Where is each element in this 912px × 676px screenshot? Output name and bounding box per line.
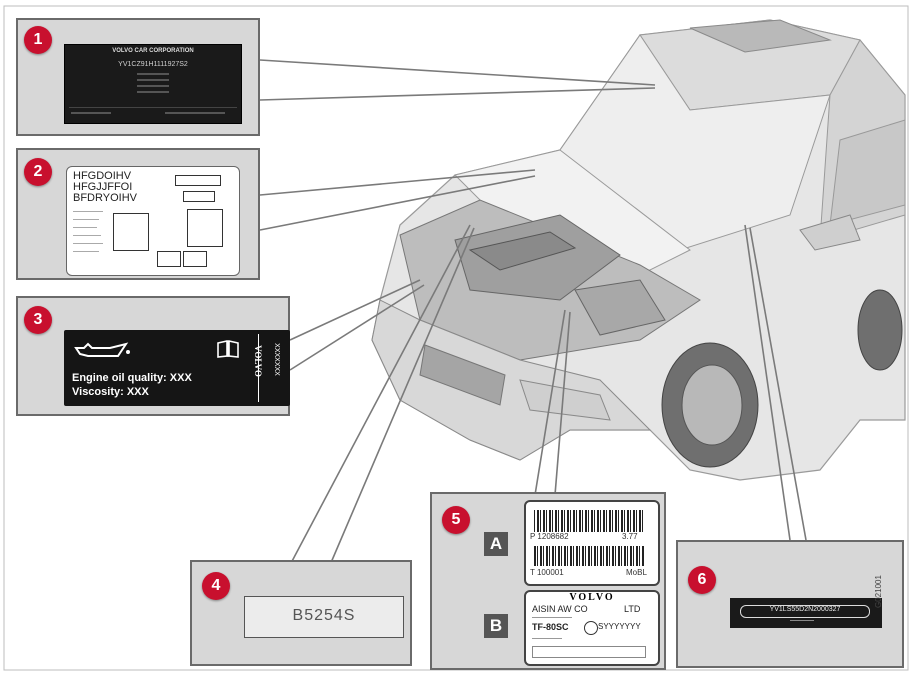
oil-viscosity-text: Viscosity: XXX [72,386,149,398]
engine-code-text: B5254S [292,607,356,624]
barcode-a-top [534,510,644,532]
barcode-a-bottom [534,546,644,566]
label5b-model: TF-80SC [532,622,569,632]
sublabel-a: A [484,532,508,556]
label5a-value: 3.77 [622,532,638,541]
label-panel-4: 4 B5254S [190,560,412,666]
tire-pressure-label: HFGDOIHV HFGJJFFOI BFDRYOIHV [66,166,240,276]
windshield-vin-text: YV1LS55D2N2000327 [769,606,841,613]
sublabel-b: B [484,614,508,638]
label5a-suffix: MoBL [626,568,647,577]
label-panel-6: 6 YV1LS55D2N2000327 G021001 [676,540,904,668]
marker-6: 6 [688,566,716,594]
label5b-ltd: LTD [624,604,641,614]
manual-book-icon [217,340,239,358]
oil-can-icon [74,342,130,357]
marker-2: 2 [24,158,52,186]
marker-5: 5 [442,506,470,534]
oil-quality-text: Engine oil quality: XXX [72,372,192,384]
oil-label-brand: VOLVO [252,345,263,377]
gearbox-label-b: VOLVO AISIN AW CO LTD TF-80SC SYYYYYYY [524,590,660,666]
engine-oil-label: Engine oil quality: XXX Viscosity: XXX V… [64,330,290,406]
figure-code: G021001 [874,575,883,608]
label5b-maker: AISIN AW CO [532,604,588,614]
vehicle-plate-label: VOLVO CAR CORPORATION YV1CZ91H1111927S2 [64,44,242,124]
vehicle-plate-vin: YV1CZ91H1111927S2 [118,61,188,68]
label5b-serial: SYYYYYYY [598,622,641,631]
label2-line-2: HFGJJFFOI [73,181,133,193]
engine-code-label: B5254S [244,596,404,638]
gearbox-label-a: P 1208682 3.77 T 100001 MoBL [524,500,660,586]
label5a-t-code: T 100001 [530,568,564,577]
label5b-circle-mark [584,621,598,635]
oil-label-code: XXXXXXX [272,343,280,376]
label5b-brand: VOLVO [569,592,615,603]
marker-1: 1 [24,26,52,54]
label-panel-1: 1 VOLVO CAR CORPORATION YV1CZ91H1111927S… [16,18,260,136]
windshield-vin-label: YV1LS55D2N2000327 [730,598,882,628]
label-panel-3: 3 Engine oil quality: XXX Viscosity: XXX… [16,296,290,416]
vehicle-plate-header: VOLVO CAR CORPORATION [112,48,194,54]
label-panel-5: 5 A P 1208682 3.77 T 100001 MoBL B VOLVO… [430,492,666,670]
marker-3: 3 [24,306,52,334]
label-panel-2: 2 HFGDOIHV HFGJJFFOI BFDRYOIHV [16,148,260,280]
label2-line-3: BFDRYOIHV [73,192,137,204]
marker-4: 4 [202,572,230,600]
label2-line-1: HFGDOIHV [73,170,132,182]
label5a-p-code: P 1208682 [530,532,569,541]
